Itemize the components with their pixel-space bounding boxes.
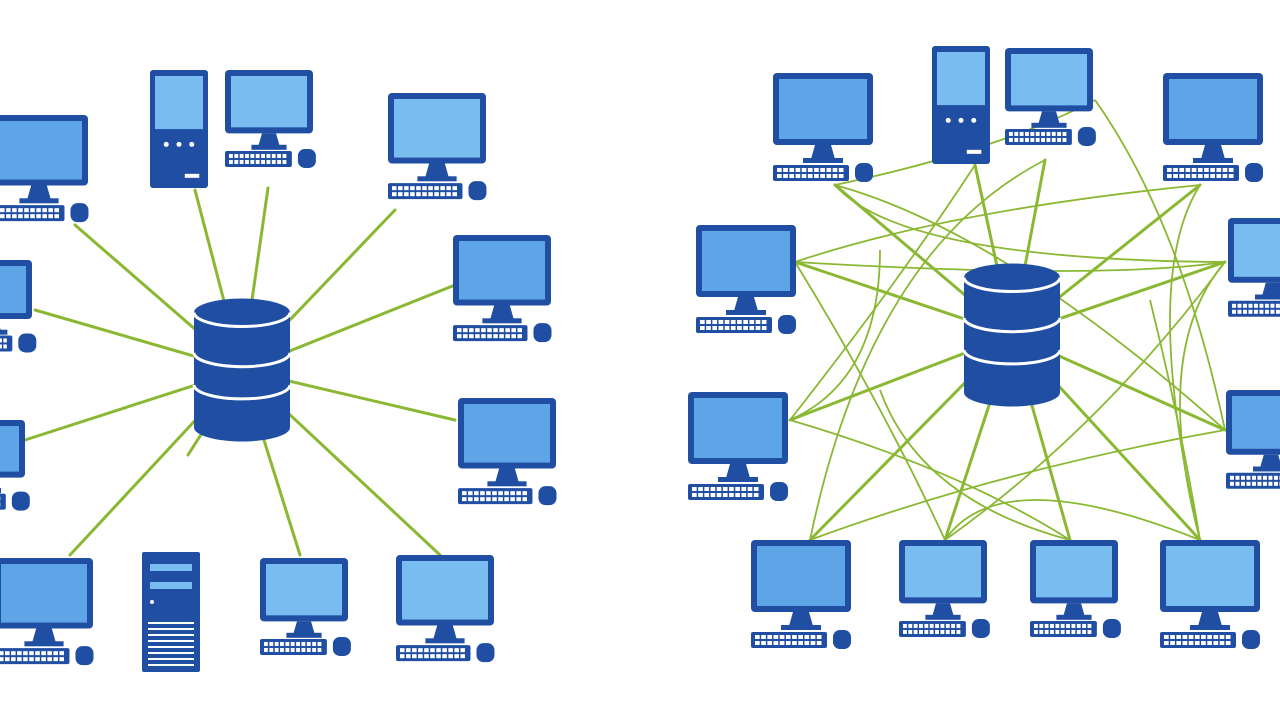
- mesh-link: [794, 261, 1226, 272]
- mouse-icon: [1102, 618, 1121, 638]
- monitor-icon: [396, 555, 495, 663]
- mouse-icon: [332, 636, 351, 656]
- mouse-icon: [855, 163, 873, 182]
- monitor-icon: [388, 93, 487, 201]
- mesh-link: [879, 389, 1071, 541]
- keyboard-icon: [688, 484, 764, 500]
- monitor-icon: [1226, 390, 1280, 489]
- star-network-nodes: [0, 70, 557, 672]
- monitor-icon: [696, 225, 796, 334]
- mesh-link: [1169, 184, 1201, 541]
- mouse-icon: [476, 643, 495, 663]
- mesh-link: [789, 419, 1071, 541]
- mouse-icon: [833, 630, 851, 649]
- keyboard-icon: [0, 648, 70, 665]
- keyboard-icon: [773, 165, 849, 181]
- keyboard-icon: [1226, 472, 1280, 489]
- monitor-icon: [0, 420, 30, 511]
- mesh-link: [809, 159, 1046, 541]
- keyboard-icon: [1228, 300, 1280, 317]
- keyboard-icon: [396, 645, 471, 662]
- mesh-link: [794, 184, 1201, 263]
- mouse-icon: [1245, 163, 1263, 182]
- mouse-icon: [18, 333, 37, 353]
- monitor-icon: [1228, 218, 1280, 317]
- keyboard-icon: [453, 325, 528, 342]
- mesh-link: [834, 184, 1226, 263]
- tower-computer-icon: [932, 46, 990, 164]
- monitor-icon: [1160, 540, 1260, 649]
- monitor-icon: [0, 558, 94, 666]
- mouse-icon: [770, 482, 788, 501]
- monitor-icon: [453, 235, 552, 343]
- monitor-icon: [1030, 540, 1121, 638]
- keyboard-icon: [751, 632, 827, 648]
- mouse-icon: [1077, 126, 1096, 146]
- keyboard-icon: [0, 335, 13, 352]
- keyboard-icon: [899, 620, 966, 637]
- mesh-link: [1094, 99, 1226, 431]
- monitor-icon: [773, 73, 873, 182]
- tower-computer-icon: [150, 70, 208, 188]
- mesh-link: [789, 164, 976, 421]
- keyboard-icon: [0, 205, 65, 222]
- monitor-icon: [1163, 73, 1263, 182]
- mesh-network-nodes: [688, 46, 1280, 649]
- keyboard-icon: [1163, 165, 1239, 181]
- keyboard-icon: [458, 488, 533, 505]
- monitor-icon: [458, 398, 557, 506]
- monitor-icon: [688, 392, 788, 501]
- mouse-icon: [971, 618, 990, 638]
- mouse-icon: [533, 323, 552, 343]
- mesh-link: [944, 499, 1201, 541]
- keyboard-icon: [1160, 632, 1236, 648]
- keyboard-icon: [1005, 128, 1072, 145]
- mouse-icon: [297, 148, 316, 168]
- monitor-icon: [1005, 48, 1096, 146]
- mouse-icon: [1242, 630, 1260, 649]
- keyboard-icon: [0, 493, 6, 510]
- database-icon: [962, 263, 1062, 407]
- mouse-icon: [75, 646, 94, 666]
- mesh-link: [794, 261, 946, 541]
- monitor-icon: [899, 540, 990, 638]
- mesh-link: [789, 249, 881, 421]
- keyboard-icon: [225, 150, 292, 167]
- mouse-icon: [70, 203, 89, 223]
- mouse-icon: [538, 486, 557, 506]
- keyboard-icon: [388, 183, 463, 200]
- monitor-icon: [225, 70, 316, 168]
- monitor-icon: [0, 260, 37, 353]
- mesh-link: [809, 429, 1226, 541]
- keyboard-icon: [696, 317, 772, 333]
- mesh-link: [944, 261, 1226, 541]
- monitor-icon: [260, 558, 351, 656]
- server-tower-icon: [142, 552, 200, 672]
- monitor-icon: [751, 540, 851, 649]
- monitor-icon: [0, 115, 89, 223]
- database-icon: [192, 298, 292, 442]
- mouse-icon: [468, 181, 487, 201]
- keyboard-icon: [260, 638, 327, 655]
- mouse-icon: [778, 315, 796, 334]
- keyboard-icon: [1030, 620, 1097, 637]
- mouse-icon: [11, 491, 30, 511]
